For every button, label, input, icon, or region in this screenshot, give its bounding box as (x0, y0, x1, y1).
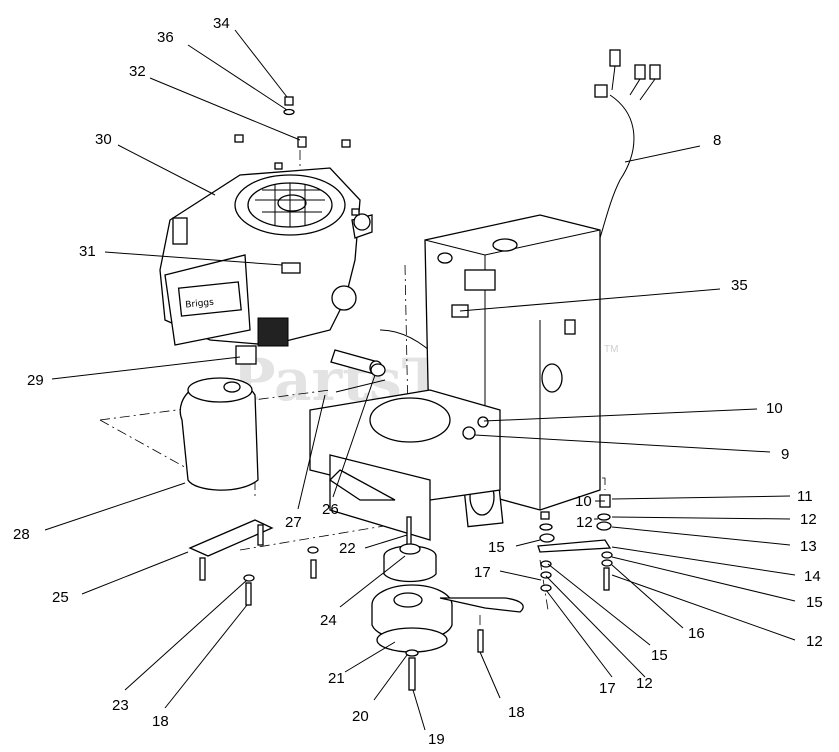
callout-15c: 15 (651, 647, 668, 664)
callout-31: 31 (79, 243, 96, 260)
leader-lines (44, 29, 796, 731)
left-bolts (243, 546, 319, 606)
callout-22: 22 (339, 540, 356, 557)
top-hardware (234, 96, 360, 216)
callout-13: 13 (800, 538, 817, 555)
callout-34: 34 (213, 15, 230, 32)
callout-30: 30 (95, 131, 112, 148)
callout-18: 18 (152, 713, 169, 730)
bracket-assembly (537, 494, 613, 592)
callout-12c: 12 (806, 633, 823, 650)
callout-21: 21 (328, 670, 345, 687)
callout-32: 32 (129, 63, 146, 80)
muffler (179, 345, 259, 491)
callout-29: 29 (27, 372, 44, 389)
callout-10: 10 (766, 400, 783, 417)
callout-16: 16 (688, 625, 705, 642)
callout-25: 25 (52, 589, 69, 606)
callout-23: 23 (112, 697, 129, 714)
heat-shield (188, 519, 274, 581)
callout-11: 11 (797, 488, 813, 505)
watermark-tm: TM (604, 344, 618, 355)
callout-18b: 18 (508, 704, 525, 721)
callout-17: 17 (474, 564, 491, 581)
callout-8: 8 (713, 132, 721, 149)
callout-17b: 17 (599, 680, 616, 697)
callout-12: 12 (576, 514, 593, 531)
engine: Briggs (159, 167, 373, 347)
callout-10b: 10 (575, 493, 592, 510)
callout-12d: 12 (636, 675, 653, 692)
callout-20: 20 (352, 708, 369, 725)
callout-14: 14 (804, 568, 821, 585)
callout-19: 19 (428, 731, 445, 748)
callout-15b: 15 (806, 594, 823, 611)
callout-labels: 34 36 32 30 8 31 35 29 10 9 10 11 12 12 … (13, 15, 823, 748)
callout-9: 9 (781, 446, 789, 463)
callout-12b: 12 (800, 511, 817, 528)
callout-15: 15 (488, 539, 505, 556)
callout-28: 28 (13, 526, 30, 543)
callout-27: 27 (285, 514, 302, 531)
callout-26: 26 (322, 501, 339, 518)
frame (309, 214, 601, 541)
svg-text:Briggs: Briggs (185, 298, 215, 311)
callout-36: 36 (157, 29, 174, 46)
callout-35: 35 (731, 277, 748, 294)
tubes (330, 349, 386, 393)
callout-24: 24 (320, 612, 337, 629)
